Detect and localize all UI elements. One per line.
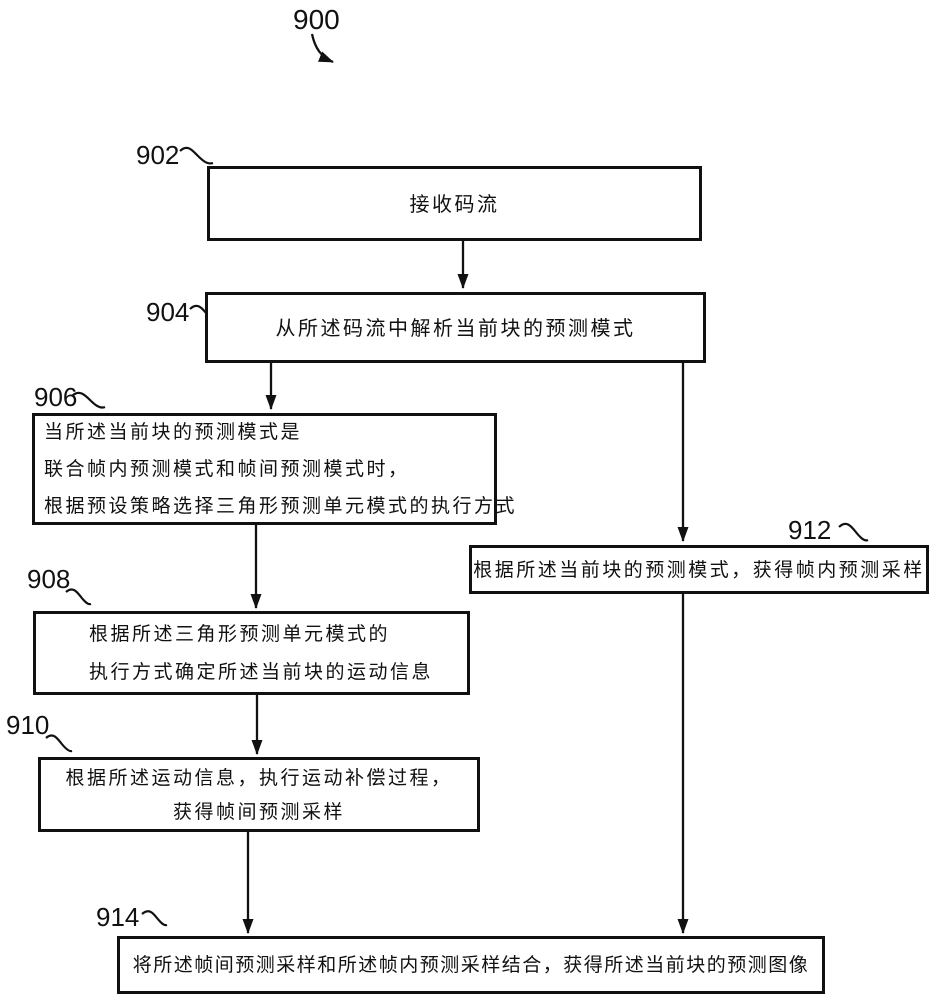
step-text-914: 将所述帧间预测采样和所述帧内预测采样结合，获得所述当前块的预测图像 [132,954,810,976]
step-box-914: 将所述帧间预测采样和所述帧内预测采样结合，获得所述当前块的预测图像 [117,936,825,994]
step-text-910-line1: 根据所述运动信息，执行运动补偿过程， [65,766,453,789]
step-text-904: 从所述码流中解析当前块的预测模式 [275,315,636,340]
step-text-906-line1: 当所述当前块的预测模式是 [44,420,303,443]
ref-label-910: 910 [6,710,50,740]
ref-label-902: 902 [136,140,180,170]
ref-label-904: 904 [146,297,190,327]
step-text-908-line1: 根据所述三角形预测单元模式的 [89,623,391,645]
figure-ref-arrow [310,33,334,64]
ref-squiggle-914 [141,910,168,927]
ref-label-908: 908 [27,564,71,594]
step-box-908: 根据所述三角形预测单元模式的 执行方式确定所述当前块的运动信息 [33,611,470,695]
step-text-906-line3: 根据预设策略选择三角形预测单元模式的执行方式 [44,494,518,517]
step-text-906-line2: 联合帧内预测模式和帧间预测模式时， [44,457,410,480]
step-text-902: 接收码流 [409,191,500,216]
ref-squiggle-910 [45,734,73,753]
step-text-908-line2: 执行方式确定所述当前块的运动信息 [89,661,434,683]
step-box-904: 从所述码流中解析当前块的预测模式 [205,292,706,363]
step-box-902: 接收码流 [207,166,702,241]
step-text-910-line2: 获得帧间预测采样 [172,800,345,823]
ref-squiggle-912 [838,522,869,542]
step-box-910: 根据所述运动信息，执行运动补偿过程， 获得帧间预测采样 [38,757,480,832]
figure-ref-label: 900 [293,4,340,35]
step-text-912: 根据所述当前块的预测模式，获得帧内预测采样 [473,558,925,581]
ref-label-906: 906 [34,382,78,412]
ref-squiggle-902 [179,146,214,165]
ref-label-914: 914 [96,902,140,932]
step-box-906: 当所述当前块的预测模式是 联合帧内预测模式和帧间预测模式时， 根据预设策略选择三… [32,413,515,525]
ref-label-912: 912 [788,515,832,545]
step-box-912: 根据所述当前块的预测模式，获得帧内预测采样 [469,545,929,594]
